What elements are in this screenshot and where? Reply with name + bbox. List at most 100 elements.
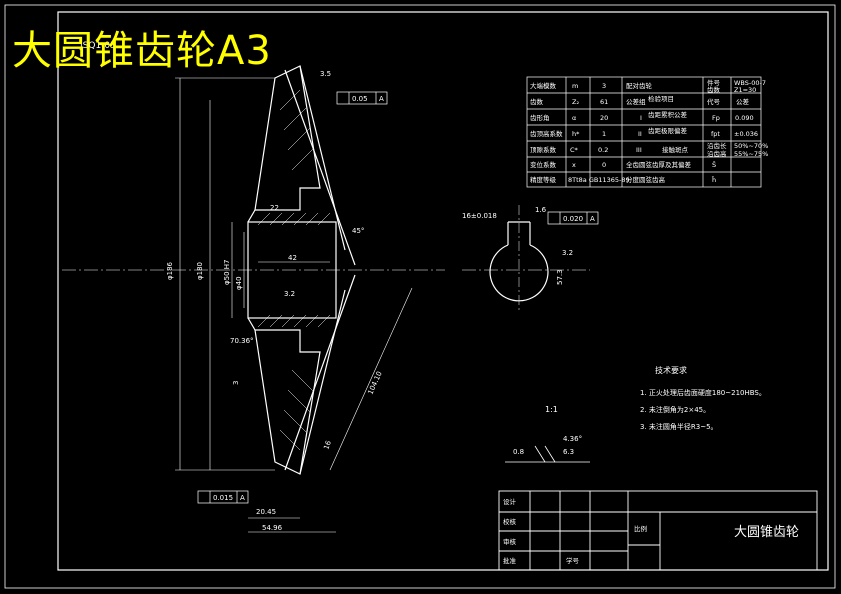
scale-label: 1:1 [545,405,558,414]
inner-frame [57,11,829,571]
pr-r1c1: 齿数 [707,85,721,94]
dim-22: 22 [270,204,279,212]
pr-r0c2: WBS-00-7 [734,79,766,87]
pr-r3c3: 0.090 [735,114,754,122]
pr-r3c2: Fp [712,114,720,122]
params-table [526,76,762,188]
pt-r1c1: Z₂ [572,98,579,106]
pr-r4c3: ±0.036 [734,130,758,138]
pr-r8c1: h̄ [712,175,717,184]
dim-w54: 54.96 [262,524,283,532]
pt-r2c2: 20 [600,114,608,122]
dim-d4: φ40 [235,276,243,290]
pr-r0c1: 件号 [707,78,721,87]
pt-r0c1: m [572,82,578,90]
rough-1-6: 1.6 [535,206,547,214]
key-height: 57.3 [556,269,564,285]
pt-r5c0: 变位系数 [530,160,557,169]
tb-design: 设计 [503,497,517,506]
pt-r1c0: 齿数 [530,97,544,106]
pr-r5c0: III [636,146,642,154]
dim-16: 16 [322,439,333,451]
key-width: 16±0.018 [462,212,497,220]
pr-r1c2: Z1=30 [734,86,756,94]
tol-bot-value: 0.015 [213,494,233,502]
dim-d2: φ180 [196,262,204,280]
pr-r7c1: S̄ [712,160,716,169]
pr-r4c2: fpt [711,130,720,138]
tech-title: 技术要求 [655,365,687,375]
pr-r8c0: 分度圆弦齿高 [626,175,666,184]
dim-3: 3 [232,381,240,385]
pr-r4c1: 齿距极限偏差 [648,126,688,135]
pt-r4c0: 顶隙系数 [530,145,557,154]
pr-r6c3: 55%~75% [734,150,768,158]
pt-r6c0: 精度等级 [530,175,557,184]
dim-42: 42 [288,254,297,262]
pr-r0c0: 配对齿轮 [626,81,653,90]
tolerance-bottom [197,490,249,504]
pt-r5c2: 0 [602,161,606,169]
pr-r5c3: 50%~70% [734,142,768,150]
rough-6-3: 6.3 [563,448,574,456]
pr-r6c2: 沿齿高 [707,149,727,158]
tech-item-3: 3. 未注圆角半径R3~5。 [640,422,718,431]
dimension-lines [175,77,413,533]
tech-item-1: 1. 正火处理后齿面硬度180~210HBS。 [640,388,766,397]
dim-d1: φ186 [166,261,174,280]
pt-r3c1: h* [572,130,580,138]
pt-r4c1: C* [570,146,579,154]
tb-review: 审核 [503,537,517,546]
tol-key-value: 0.020 [563,215,583,223]
dim-w20: 20.45 [256,508,276,516]
pt-r4c2: 0.2 [598,146,608,154]
dim-3-2: 3.2 [284,290,295,298]
tolerance-key [547,211,599,225]
pr-r2c3: 公差 [736,97,750,106]
pt-r6c1: 8Tt8a GB11365-89 [568,176,630,184]
pt-r0c0: 大端模数 [530,81,557,90]
tb-approve: 批准 [503,556,517,565]
pr-r2c2: 代号 [707,97,721,106]
pr-r5c2: 沿齿长 [707,141,727,150]
pr-r4c0: II [638,130,642,138]
pt-r5c1: x [572,161,576,169]
tech-item-2: 2. 未注倒角为2×45。 [640,405,710,414]
tol-top-datum: A [379,95,384,103]
tol-bot-datum: A [240,494,245,502]
drawing-code: JSQ1-03 [79,41,116,51]
pr-r7c0: 全齿圆弦齿厚及其偏差 [626,160,692,169]
drawing-title: 大圆锥齿轮A3 [12,28,272,74]
hatching [257,89,331,451]
ang-4-36: 4.36° [563,435,582,443]
detail-view [505,445,590,463]
tb-proportion: 比例 [634,524,647,533]
pt-r3c0: 齿顶高系数 [530,129,563,138]
pt-r1c2: 61 [600,98,608,106]
gear-section [247,65,356,475]
tol-key-datum: A [590,215,595,223]
pr-r2c1: 检验项目 [648,94,674,103]
pr-r5c1: 接触斑点 [662,145,689,154]
pt-r0c2: 3 [602,82,606,90]
pr-r3c1: 齿距累积公差 [648,110,688,119]
rough-0-8: 0.8 [513,448,524,456]
dim-45: 45° [352,227,364,235]
dim-3-5: 3.5 [320,70,331,78]
tb-name: 大圆锥齿轮 [734,525,799,540]
pr-r2c0: 公差组 [626,97,646,106]
pt-r3c2: 1 [602,130,606,138]
tolerance-top [336,91,388,105]
pr-r3c0: I [640,114,642,122]
dim-7036: 70.36° [230,337,254,345]
pt-r2c1: α [572,114,576,122]
tb-school: 学号 [566,556,580,565]
outer-frame [4,4,836,589]
rough-3-2: 3.2 [562,249,573,257]
title-block [498,490,818,571]
tb-check: 校核 [503,517,517,526]
pt-r2c0: 齿形角 [530,113,550,122]
tol-top-value: 0.05 [352,95,368,103]
dim-d3: φ50 H7 [223,260,231,285]
